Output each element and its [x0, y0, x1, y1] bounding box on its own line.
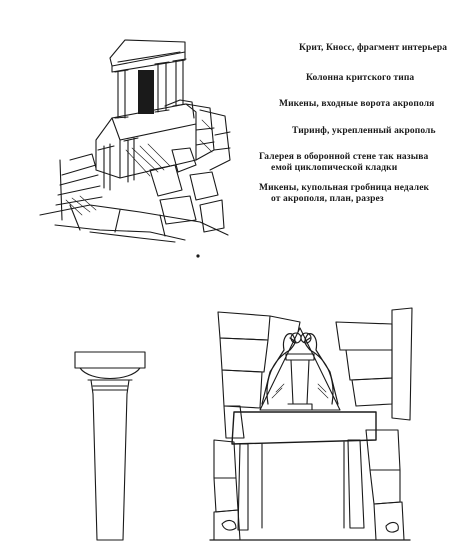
caption-text-line-2: от акрополя, план, разрез [271, 194, 384, 204]
cretan-column-drawing [74, 351, 146, 541]
caption-text: Колонна критского типа [306, 73, 415, 83]
lion-gate-drawing [209, 307, 413, 541]
caption-text: Тиринф, укрепленный акрополь [292, 126, 436, 136]
caption-text-line-1: Микены, купольная гробница недалек [259, 183, 430, 193]
caption-tiryns-acropolis: Тиринф, укрепленный акрополь [292, 126, 457, 137]
caption-domed-tomb: Микены, купольная гробница недалек от ак… [259, 183, 459, 205]
caption-cyclopean-gallery: Галерея в оборонной стене так называ емо… [259, 152, 459, 174]
caption-knossos-interior: Крит, Кносс, фрагмент интерьера [299, 43, 457, 54]
caption-text: Крит, Кносс, фрагмент интерьера [299, 43, 448, 53]
caption-text: Микены, входные ворота акрополя [279, 99, 435, 109]
caption-cretan-column: Колонна критского типа [306, 73, 456, 84]
caption-text-line-2: емой циклопической кладки [271, 163, 398, 173]
knossos-interior-drawing [39, 39, 231, 258]
caption-mycenae-gate: Микены, входные ворота акрополя [279, 99, 457, 110]
caption-text-line-1: Галерея в оборонной стене так называ [259, 152, 429, 162]
